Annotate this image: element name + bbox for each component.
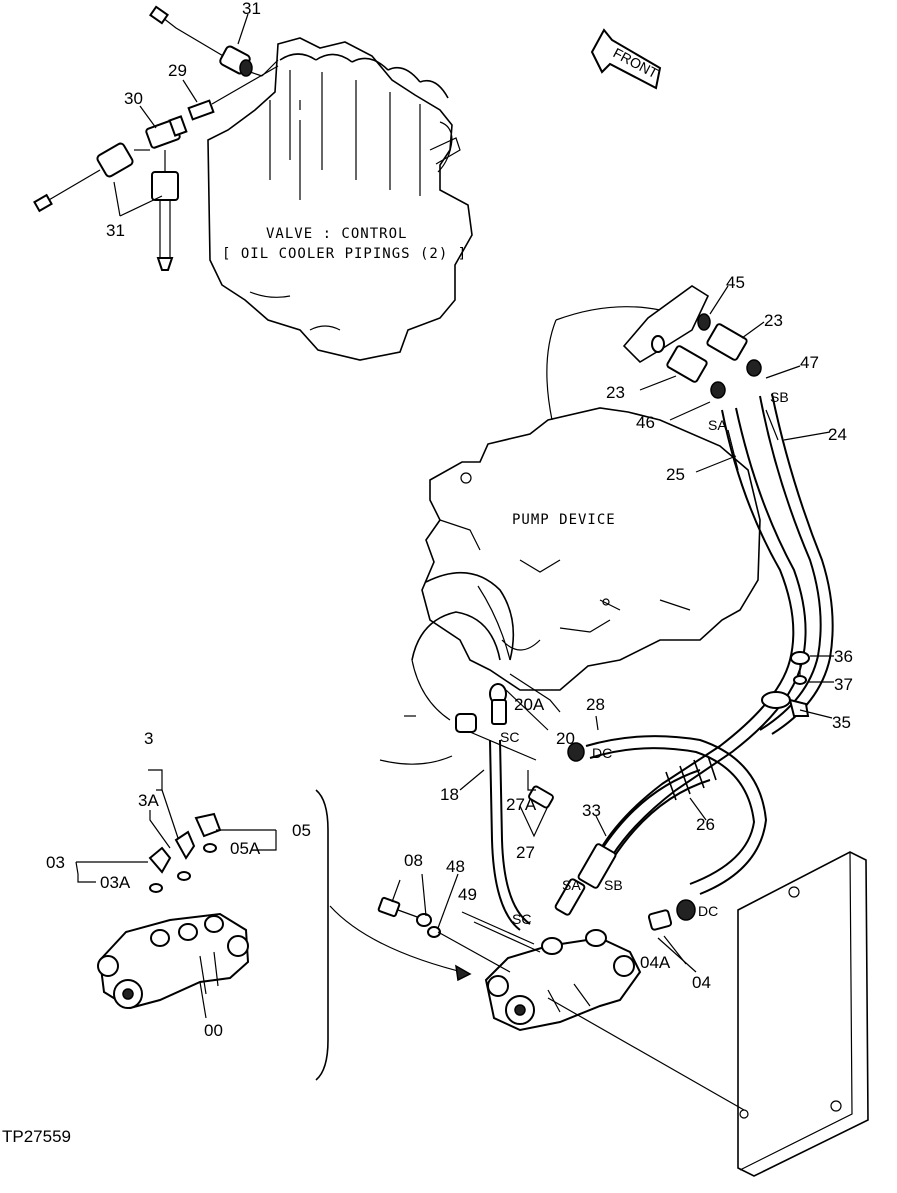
callout-33: 33 — [582, 801, 601, 820]
leaders-top-left — [113, 13, 249, 217]
port-sb-top: SB — [770, 389, 789, 405]
callout-49: 49 — [458, 885, 477, 904]
callout-31-bottom: 31 — [106, 221, 125, 240]
callout-20A: 20A — [514, 695, 545, 714]
pump-device — [379, 285, 761, 765]
callout-27A: 27A — [506, 795, 537, 814]
callout-35: 35 — [832, 713, 851, 732]
port-marks: SB SA SC DC SA SB SC DC — [500, 389, 789, 927]
sensor-31-top — [149, 5, 279, 77]
callout-03: 03 — [46, 853, 65, 872]
clamp-35-36-37 — [790, 651, 810, 685]
callout-46: 46 — [636, 413, 655, 432]
callout-28: 28 — [586, 695, 605, 714]
pump-caption: PUMP DEVICE — [512, 512, 616, 528]
callout-47: 47 — [800, 353, 819, 372]
port-sa-mid: SA — [562, 877, 581, 893]
captions: VALVE : CONTROL [ OIL COOLER PIPINGS (2)… — [2, 226, 616, 1146]
valve-caption-line2: [ OIL COOLER PIPINGS (2) ] — [222, 246, 467, 262]
callout-00: 00 — [204, 1021, 223, 1040]
callout-05A: 05A — [230, 839, 261, 858]
callout-04A: 04A — [640, 953, 671, 972]
callout-08: 08 — [404, 851, 423, 870]
fitting-29 — [187, 65, 279, 121]
port-sc-mid: SC — [512, 911, 531, 927]
callout-48: 48 — [446, 857, 465, 876]
bolt-08-washers — [377, 896, 541, 973]
callout-3A: 3A — [138, 791, 159, 810]
gear-pump-main — [484, 929, 642, 1032]
callout-27: 27 — [516, 843, 535, 862]
callout-24: 24 — [828, 425, 847, 444]
leaders-left-detail — [75, 769, 277, 1019]
callout-36: 36 — [834, 647, 853, 666]
port-sc-left: SC — [500, 729, 519, 745]
port-sb-mid: SB — [604, 877, 623, 893]
port-dc-right: DC — [698, 903, 718, 919]
callout-20: 20 — [556, 729, 575, 748]
callout-05: 05 — [292, 821, 311, 840]
front-arrow: FRONT — [590, 28, 662, 90]
callout-25: 25 — [666, 465, 685, 484]
hoses-18-26-28 — [455, 713, 768, 931]
callout-26: 26 — [696, 815, 715, 834]
callout-45: 45 — [726, 273, 745, 292]
port-sa-top: SA — [708, 417, 727, 433]
callout-29: 29 — [168, 61, 187, 80]
fittings-23-45-46-47 — [651, 313, 762, 399]
control-valve-assembly — [207, 37, 473, 361]
callout-31-top: 31 — [242, 0, 261, 18]
callout-30: 30 — [124, 89, 143, 108]
callout-23-left: 23 — [606, 383, 625, 402]
port-dc-top: DC — [592, 745, 612, 761]
valve-caption-line1: VALVE : CONTROL — [266, 226, 407, 242]
callout-23-right: 23 — [764, 311, 783, 330]
detail-bracket — [315, 789, 472, 1081]
sensor-31-bottom — [33, 142, 179, 271]
figure-id: TP27559 — [2, 1127, 71, 1146]
pump-port-fittings — [489, 683, 696, 931]
side-panel — [547, 851, 869, 1177]
callout-3: 3 — [144, 729, 153, 748]
leaders-right — [391, 285, 834, 973]
callout-numbers: 31 29 30 31 45 23 23 47 46 24 25 36 37 3… — [46, 0, 853, 1040]
callout-04: 04 — [692, 973, 711, 992]
callout-03A: 03A — [100, 873, 131, 892]
callout-37: 37 — [834, 675, 853, 694]
callout-18: 18 — [440, 785, 459, 804]
gear-pump-detail-00 — [97, 812, 250, 1010]
